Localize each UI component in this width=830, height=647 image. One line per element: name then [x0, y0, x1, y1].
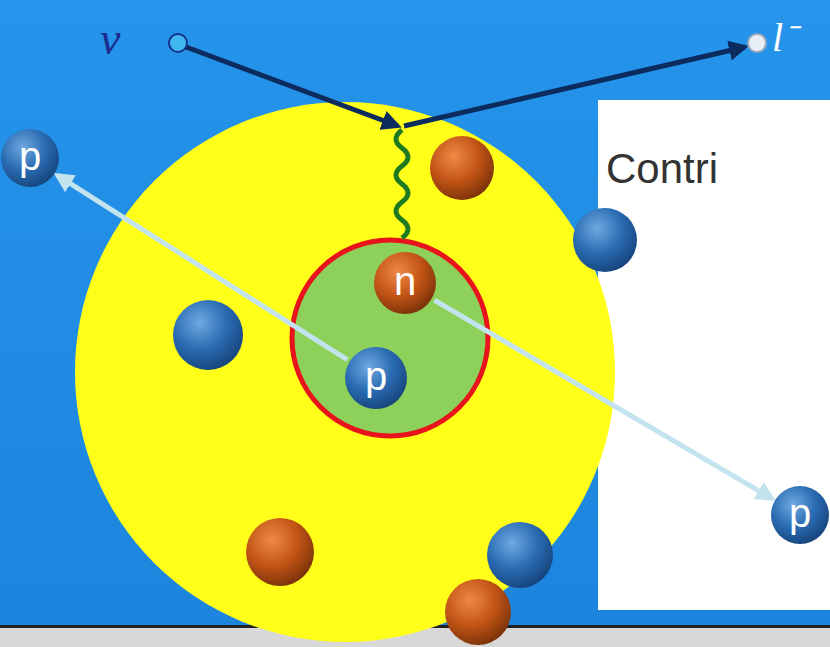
- panel-heading: Contri: [606, 148, 718, 190]
- neutrino-line: [186, 47, 398, 126]
- nucleon-ball: p: [771, 486, 829, 544]
- correlated-pair-region: [292, 240, 488, 436]
- nucleon-ball: p: [345, 347, 407, 409]
- nucleon-letter: p: [365, 356, 387, 396]
- ejection-arrow: [57, 175, 347, 360]
- neutrino-label: ν: [100, 16, 120, 62]
- nucleon-ball: p: [1, 129, 59, 187]
- nucleon-letter: p: [789, 493, 811, 533]
- nucleon: [573, 208, 637, 272]
- text-panel: [598, 100, 830, 610]
- boson-line: [396, 130, 408, 238]
- nucleon: [246, 518, 314, 586]
- nucleon: [173, 300, 243, 370]
- nucleon-ball: n: [374, 252, 436, 314]
- lepton-label: l⁻: [772, 18, 797, 58]
- nucleon-letter: n: [394, 261, 416, 301]
- nucleon: [487, 522, 553, 588]
- nucleon-letter: p: [19, 136, 41, 176]
- nucleon: [445, 579, 511, 645]
- ejection-arrow: [434, 300, 772, 499]
- nucleon: [430, 136, 494, 200]
- lepton-line: [404, 47, 745, 126]
- nucleus: [75, 102, 615, 642]
- lepton-dot: [748, 34, 766, 52]
- neutrino-dot: [169, 34, 187, 52]
